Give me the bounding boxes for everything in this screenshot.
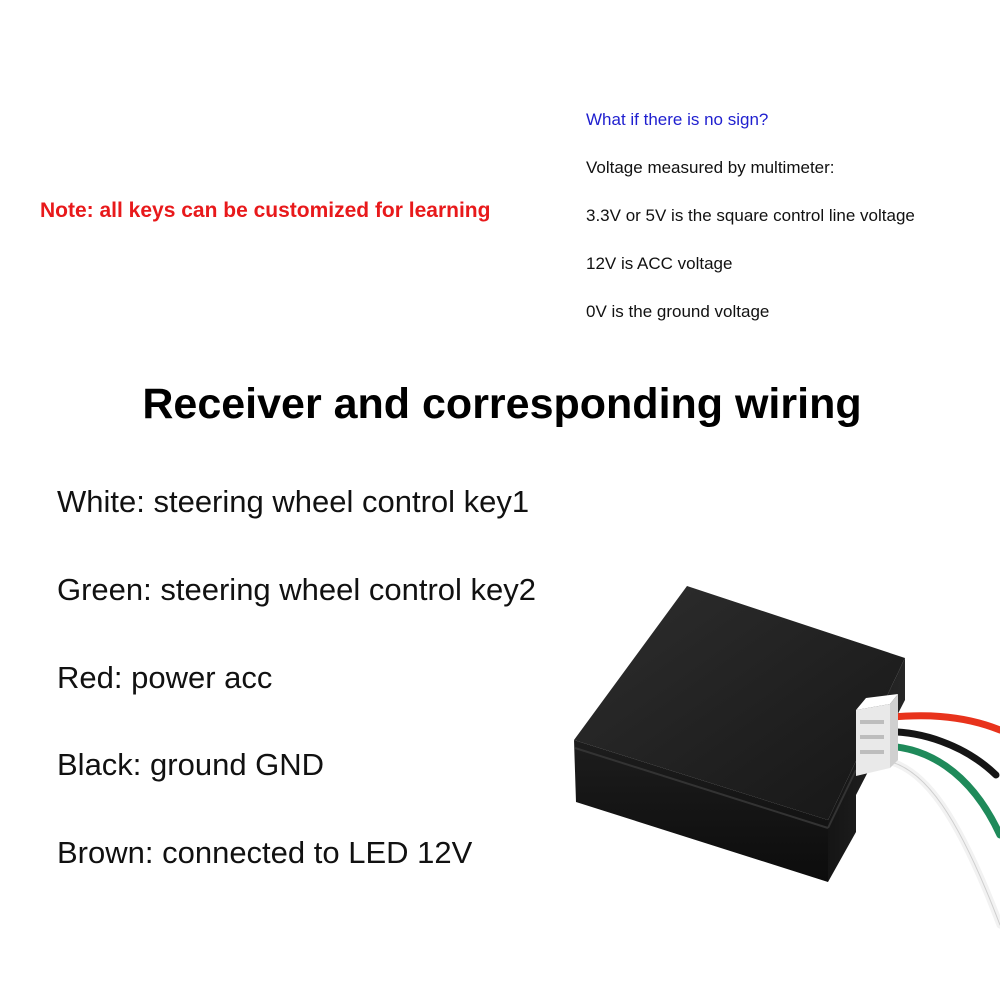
white-wire <box>878 756 1000 929</box>
wire-connector <box>856 694 898 776</box>
wire-bundle <box>878 712 1000 929</box>
wire-label-black: Black: ground GND <box>57 747 325 782</box>
info-line-square-voltage: 3.3V or 5V is the square control line vo… <box>586 206 915 225</box>
box-top <box>574 586 905 820</box>
info-line-acc-voltage: 12V is ACC voltage <box>586 254 733 273</box>
page-heading: Receiver and corresponding wiring <box>142 380 862 428</box>
info-line-multimeter: Voltage measured by multimeter: <box>586 158 835 177</box>
wire-label-white: White: steering wheel control key1 <box>57 484 530 519</box>
info-line-ground-voltage: 0V is the ground voltage <box>586 302 770 321</box>
wire-label-brown: Brown: connected to LED 12V <box>57 835 473 870</box>
wire-label-red: Red: power acc <box>57 660 273 695</box>
red-wire <box>878 712 1000 734</box>
learning-note: Note: all keys can be customized for lea… <box>40 199 491 222</box>
receiver-device-image <box>574 586 1000 929</box>
wire-label-green: Green: steering wheel control key2 <box>57 572 537 607</box>
box-front <box>574 740 828 882</box>
info-question: What if there is no sign? <box>586 110 769 129</box>
